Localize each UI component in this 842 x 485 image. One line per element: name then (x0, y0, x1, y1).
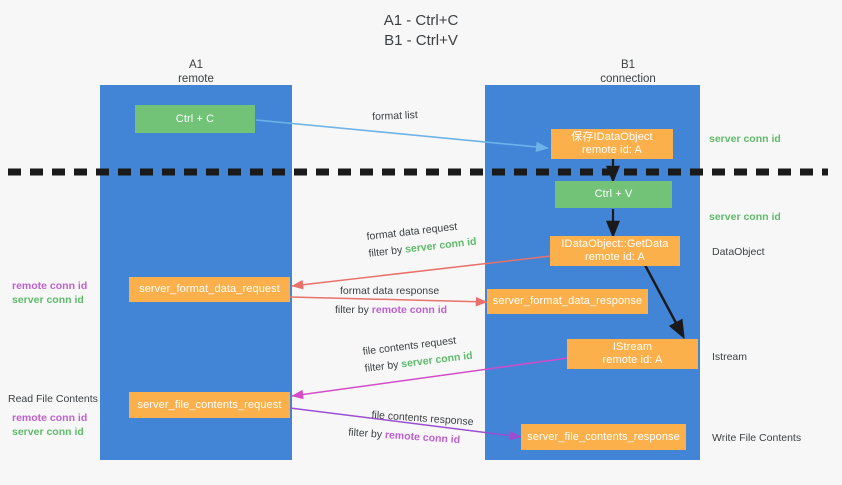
right-label-istream: Istream (712, 351, 748, 363)
left-label-server-conn-id-2: server conn id (12, 426, 84, 438)
left-label-remote-conn-id-2: remote conn id (12, 412, 88, 424)
filter-key-remote-conn-id: remote conn id (384, 428, 461, 447)
edge-label-format-data-response-filter: filter by remote conn id (335, 304, 447, 317)
node-save-idataobject[interactable]: 保存IDataObject remote id: A (551, 129, 673, 159)
node-idataobject-getdata[interactable]: IDataObject::GetData remote id: A (550, 236, 680, 266)
node-istream[interactable]: IStream remote id: A (567, 339, 698, 369)
filter-key-remote-conn-id: remote conn id (371, 304, 448, 316)
edge-label-file-contents-request-group: file contents request filter by server c… (362, 333, 473, 376)
edge-label-file-contents-response-group: file contents response filter by remote … (348, 409, 474, 448)
right-label-write-file-contents: Write File Contents (712, 432, 802, 444)
node-server-format-data-response[interactable]: server_format_data_response (487, 289, 648, 314)
filter-prefix: filter by (335, 304, 372, 316)
diagram-title-line2: B1 - Ctrl+V (384, 32, 458, 49)
node-ctrl-v[interactable]: Ctrl + V (555, 181, 672, 208)
right-label-server-conn-id-mid: server conn id (709, 211, 781, 223)
edge-label-format-data-response-group: format data response filter by remote co… (335, 285, 447, 317)
right-label-dataobject: DataObject (712, 246, 765, 258)
filter-prefix: filter by (364, 358, 403, 375)
filter-key-server-conn-id: server conn id (404, 235, 478, 256)
lane-title-a1: A1 remote (178, 59, 214, 85)
left-label-server-conn-id-1: server conn id (12, 294, 84, 306)
edge-label-file-contents-response-filter: filter by remote conn id (348, 426, 473, 448)
filter-prefix: filter by (347, 426, 386, 441)
node-ctrl-c[interactable]: Ctrl + C (135, 105, 255, 133)
edge-label-format-list: format list (372, 109, 418, 123)
right-label-server-conn-id-top: server conn id (709, 133, 781, 145)
node-server-format-data-request[interactable]: server_format_data_request (129, 277, 290, 302)
node-server-file-contents-request[interactable]: server_file_contents_request (129, 392, 290, 418)
filter-prefix: filter by (367, 243, 406, 260)
node-server-file-contents-response[interactable]: server_file_contents_response (521, 424, 686, 450)
diagram-title-line1: A1 - Ctrl+C (383, 12, 459, 29)
left-label-remote-conn-id-1: remote conn id (12, 280, 88, 292)
left-label-read-file-contents: Read File Contents (8, 393, 98, 405)
lane-title-b1: B1 connection (600, 59, 656, 85)
edge-label-file-contents-response: file contents response (371, 409, 474, 429)
edge-label-format-data-request-group: format data request filter by server con… (366, 219, 477, 261)
edge-label-format-data-response: format data response (340, 285, 440, 297)
